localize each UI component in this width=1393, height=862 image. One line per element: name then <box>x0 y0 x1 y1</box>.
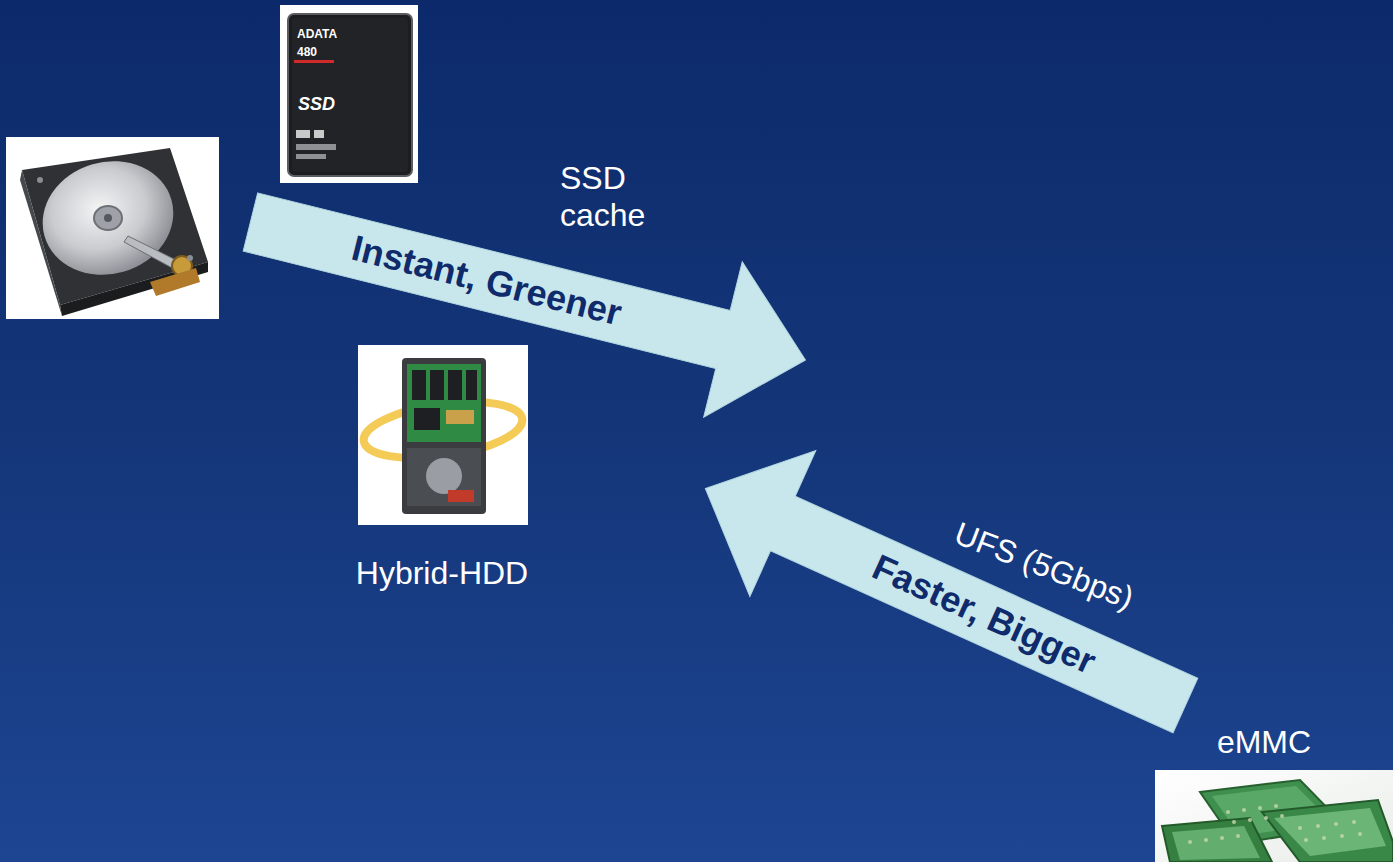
hybrid-hdd-picture <box>446 410 474 424</box>
ssd-picture <box>294 60 334 63</box>
arrow-text-slot: Instant, Greener <box>243 193 730 369</box>
emmc-chip-picture <box>1322 836 1326 840</box>
emmc-chip-picture <box>1304 838 1308 842</box>
arrow-band: Faster, Bigger <box>672 415 1218 778</box>
hybrid-hdd-picture <box>358 345 528 525</box>
hdd-picture <box>150 268 200 296</box>
emmc-chip-picture <box>1172 826 1260 860</box>
hdd-picture <box>37 177 43 183</box>
hdd-picture <box>104 214 112 222</box>
label-holder: eMMC <box>1217 724 1311 761</box>
hybrid-hdd-picture <box>402 358 486 514</box>
ssd-picture <box>296 144 336 150</box>
arrow-label: Instant, Greener <box>347 228 624 333</box>
label-holder: 480 <box>297 46 317 60</box>
arrow-outline <box>672 415 1218 778</box>
arrow-outline <box>231 144 825 437</box>
ssd-picture <box>292 18 408 172</box>
hybrid-hdd-picture <box>414 408 440 430</box>
hdd-picture <box>187 255 193 261</box>
hybrid-hdd-picture <box>407 448 481 506</box>
emmc-chip-picture <box>1155 770 1393 862</box>
emmc-chip-picture <box>1226 810 1230 814</box>
emmc-chip-picture <box>1188 840 1192 844</box>
emmc-chip-picture <box>1280 814 1284 818</box>
hdd-picture <box>6 137 219 319</box>
capacity-marking: 480 <box>297 46 317 60</box>
hybrid-hdd-picture <box>430 370 444 400</box>
hybrid-hdd-picture <box>466 370 477 400</box>
product-marking: SSD <box>298 94 335 115</box>
label-holder: SSD cache <box>560 160 675 234</box>
emmc-chip-picture <box>1204 838 1208 842</box>
hybrid-hdd-picture <box>407 364 481 442</box>
ssd-picture <box>296 130 310 138</box>
product-brand: ADATA <box>297 28 337 42</box>
emmc-chip-picture <box>1274 808 1386 856</box>
emmc-chip-picture <box>1316 824 1320 828</box>
arrow-band: Instant, Greener <box>231 144 825 437</box>
emmc-chip-picture <box>1262 800 1393 862</box>
emmc-chip-picture <box>1340 834 1344 838</box>
emmc-chip-picture <box>1258 806 1262 810</box>
emmc-chip-picture <box>1352 820 1356 824</box>
emmc-chip-picture <box>1358 832 1362 836</box>
emmc-chip-picture <box>1274 804 1278 808</box>
hdd-picture <box>29 146 187 290</box>
emmc-chip-picture <box>1236 834 1240 838</box>
hdd-picture <box>94 206 122 230</box>
hybrid-hdd-picture <box>412 370 426 400</box>
emmc-chip-picture <box>1334 822 1338 826</box>
emmc-chip-picture <box>1248 818 1252 822</box>
hybrid-hdd-picture <box>448 490 474 502</box>
emmc-chip-picture <box>1155 770 1393 862</box>
label-holder: SSD <box>298 94 335 115</box>
label-holder: Hybrid-HDD <box>356 555 528 592</box>
label-holder: ADATA <box>297 28 337 42</box>
emmc-chip-picture <box>1242 808 1246 812</box>
ssd-picture <box>296 154 326 159</box>
ssd-picture <box>280 5 418 183</box>
emmc-chip-picture <box>1188 804 1362 844</box>
item-label: SSD cache <box>560 160 675 234</box>
item-label: Hybrid-HDD <box>356 555 528 592</box>
hybrid-hdd-picture <box>358 345 528 525</box>
ssd-picture <box>288 14 412 176</box>
hybrid-hdd-picture <box>448 370 462 400</box>
emmc-chip-picture <box>1162 818 1272 862</box>
hdd-picture <box>6 137 219 319</box>
emmc-chip-picture <box>1264 816 1268 820</box>
ssd-picture <box>314 130 324 138</box>
emmc-chip-picture <box>1220 836 1224 840</box>
emmc-chip-picture <box>1298 826 1302 830</box>
emmc-chip-picture <box>1232 820 1236 824</box>
hybrid-hdd-picture <box>426 458 462 494</box>
item-label: eMMC <box>1217 724 1311 761</box>
ssd-picture <box>280 5 418 183</box>
